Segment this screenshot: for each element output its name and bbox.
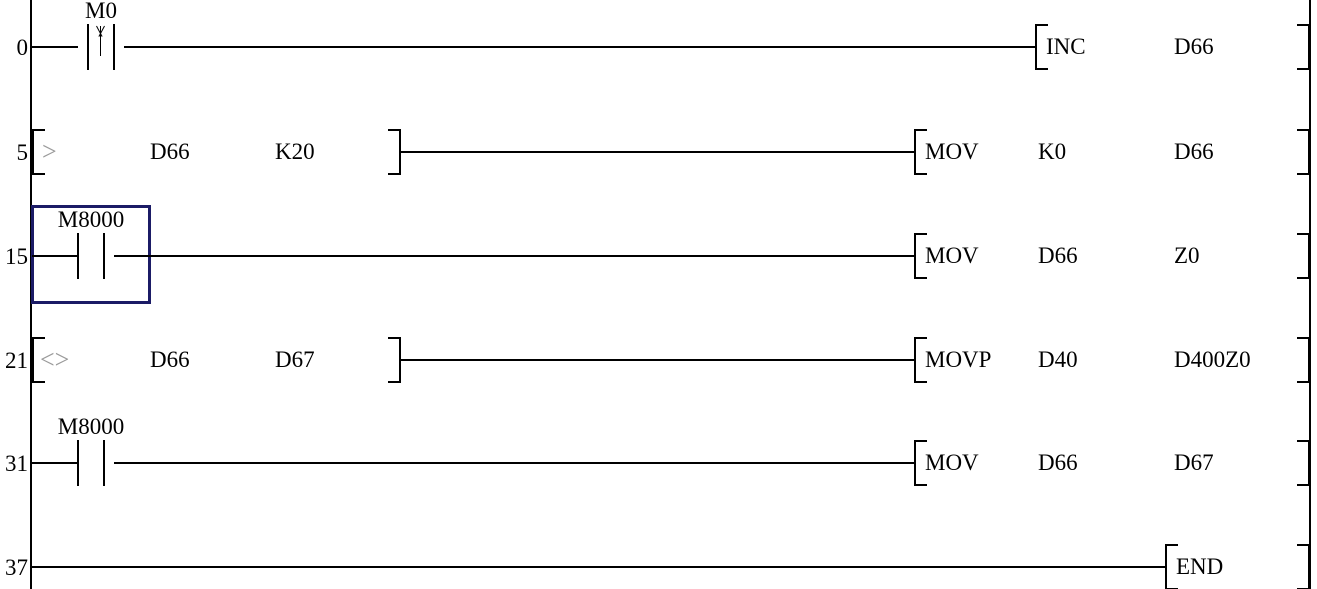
instruction-bracket-close [1297, 233, 1310, 279]
instruction-operand[interactable]: D66 [1174, 139, 1214, 164]
compare-operand[interactable]: D66 [150, 139, 190, 164]
instruction-name[interactable]: MOV [925, 450, 979, 475]
rung-wire [32, 255, 78, 257]
contact-m8000[interactable]: M8000 [58, 415, 124, 486]
contact-bar-right [103, 233, 105, 279]
instruction-name[interactable]: MOVP [925, 347, 992, 372]
instruction-operand[interactable]: D400Z0 [1174, 347, 1251, 372]
instruction-operand[interactable]: D66 [1038, 243, 1078, 268]
contact-bar-left [87, 24, 89, 70]
instruction-bracket-open [914, 233, 927, 279]
rung-wire [32, 566, 1165, 568]
comparison-operator-glyph[interactable]: <> [40, 345, 70, 374]
instruction-name[interactable]: INC [1046, 34, 1086, 59]
instruction-bracket-open [914, 440, 927, 486]
step-number: 5 [16, 140, 29, 165]
instruction-bracket-close [1297, 129, 1310, 175]
compare-bracket-open [32, 129, 45, 175]
contact-m8000-selected[interactable]: M8000 [58, 208, 124, 279]
step-number: 21 [5, 348, 28, 373]
instruction-operand[interactable]: D67 [1174, 450, 1214, 475]
contact-label: M8000 [57, 207, 125, 232]
rung-wire [32, 46, 78, 48]
contact-bar-right [113, 24, 115, 70]
instruction-bracket-close [1297, 24, 1310, 70]
comparison-operator-glyph[interactable]: > [42, 137, 57, 166]
instruction-bracket-open [914, 129, 927, 175]
rising-edge-arrow-icon [93, 25, 109, 56]
contact-bar-right [103, 440, 105, 486]
instruction-name[interactable]: MOV [925, 139, 979, 164]
instruction-operand[interactable]: K0 [1038, 139, 1067, 164]
rung-wire [32, 462, 78, 464]
contact-bar-left [77, 233, 79, 279]
compare-bracket-open [32, 337, 45, 383]
compare-operand[interactable]: K20 [275, 139, 315, 164]
step-number: 0 [16, 35, 29, 60]
instruction-name-end[interactable]: END [1176, 554, 1224, 579]
contact-m0[interactable]: M0 [78, 0, 124, 70]
instruction-bracket-close [1297, 440, 1310, 486]
rung-wire [114, 462, 914, 464]
selection-highlight-box[interactable] [31, 205, 151, 304]
instruction-bracket-close [1297, 337, 1310, 383]
rung-wire [114, 255, 914, 257]
right-power-rail [1309, 0, 1311, 589]
contact-bar-left [77, 440, 79, 486]
contact-label: M8000 [57, 414, 125, 439]
instruction-operand[interactable]: D40 [1038, 347, 1078, 372]
instruction-operand[interactable]: D66 [1038, 450, 1078, 475]
instruction-bracket-open [1035, 24, 1048, 70]
step-number: 15 [5, 244, 28, 269]
instruction-bracket-open [914, 337, 927, 383]
contact-label: M0 [85, 0, 117, 23]
instruction-operand[interactable]: Z0 [1174, 243, 1200, 268]
rung-wire [400, 359, 914, 361]
instruction-name[interactable]: MOV [925, 243, 979, 268]
step-number: 31 [5, 451, 28, 476]
step-number: 37 [5, 555, 28, 580]
instruction-bracket-close [1297, 544, 1310, 589]
compare-operand[interactable]: D66 [150, 347, 190, 372]
rung-wire [400, 151, 914, 153]
compare-operand[interactable]: D67 [275, 347, 315, 372]
rung-wire [124, 46, 1035, 48]
instruction-operand[interactable]: D66 [1174, 34, 1214, 59]
